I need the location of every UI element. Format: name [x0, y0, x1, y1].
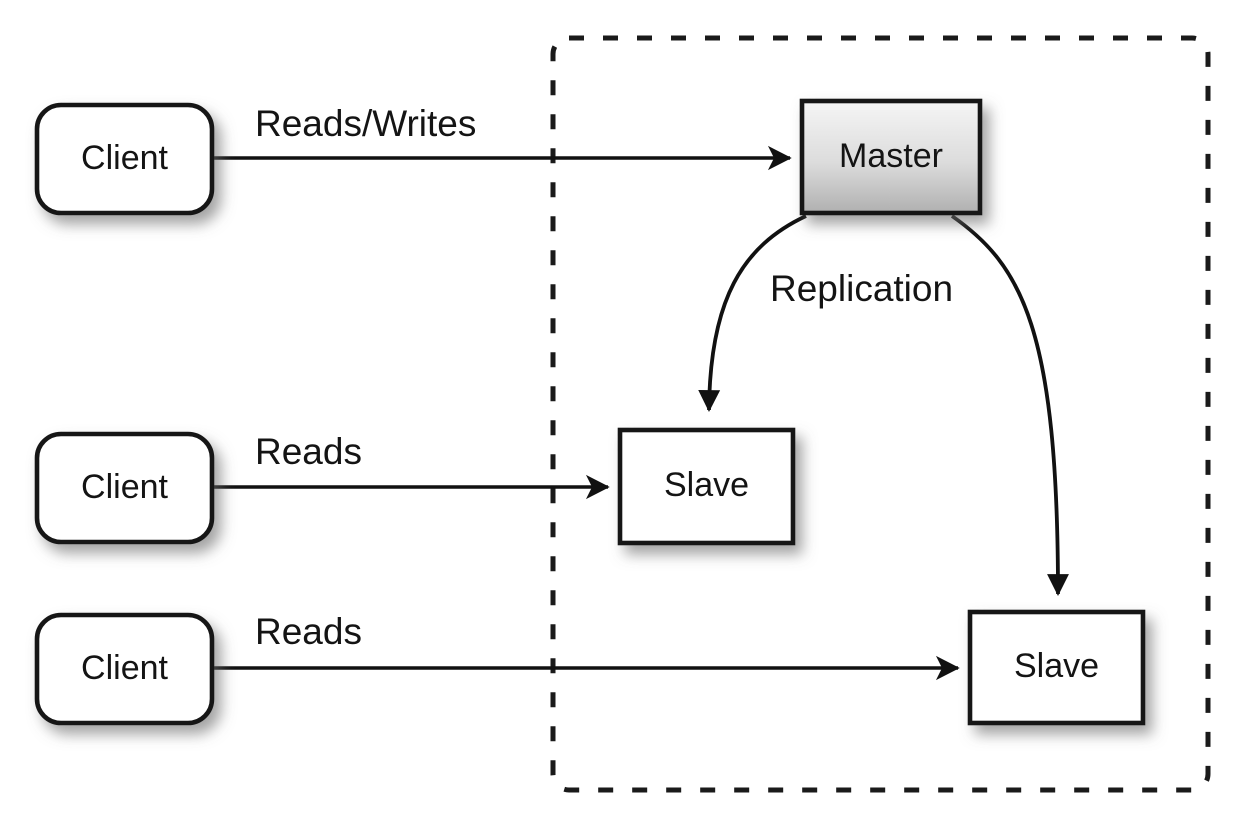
- node-client-3[interactable]: Client: [34, 612, 215, 726]
- slave-1-label: Slave: [664, 466, 749, 504]
- node-client-1[interactable]: Client: [34, 102, 215, 216]
- node-slave-2[interactable]: Slave: [967, 609, 1146, 726]
- client-1-label: Client: [81, 139, 168, 177]
- client-1-box[interactable]: [34, 102, 215, 216]
- client-2-box[interactable]: [34, 431, 215, 545]
- master-box[interactable]: [799, 98, 983, 216]
- node-slave-1[interactable]: Slave: [617, 427, 796, 546]
- edge-label-reads-slave2: Reads: [255, 611, 362, 652]
- edge-master-slave2-curve: [950, 214, 1069, 597]
- edge-label-reads-slave1: Reads: [255, 431, 362, 472]
- client-3-label: Client: [81, 649, 168, 687]
- node-client-2[interactable]: Client: [34, 431, 215, 545]
- replication-cluster-boundary: [550, 35, 1211, 793]
- edge-label-replication: Replication: [770, 268, 953, 309]
- slave-1-box[interactable]: [617, 427, 796, 546]
- node-master[interactable]: Master: [799, 98, 983, 216]
- edge-master-slave1-curve: [698, 214, 807, 413]
- client-3-box[interactable]: [34, 612, 215, 726]
- client-2-label: Client: [81, 468, 168, 506]
- master-label: Master: [839, 137, 943, 175]
- edge-label-reads-writes: Reads/Writes: [255, 103, 476, 144]
- slave-2-label: Slave: [1014, 647, 1099, 685]
- slave-2-box[interactable]: [967, 609, 1146, 726]
